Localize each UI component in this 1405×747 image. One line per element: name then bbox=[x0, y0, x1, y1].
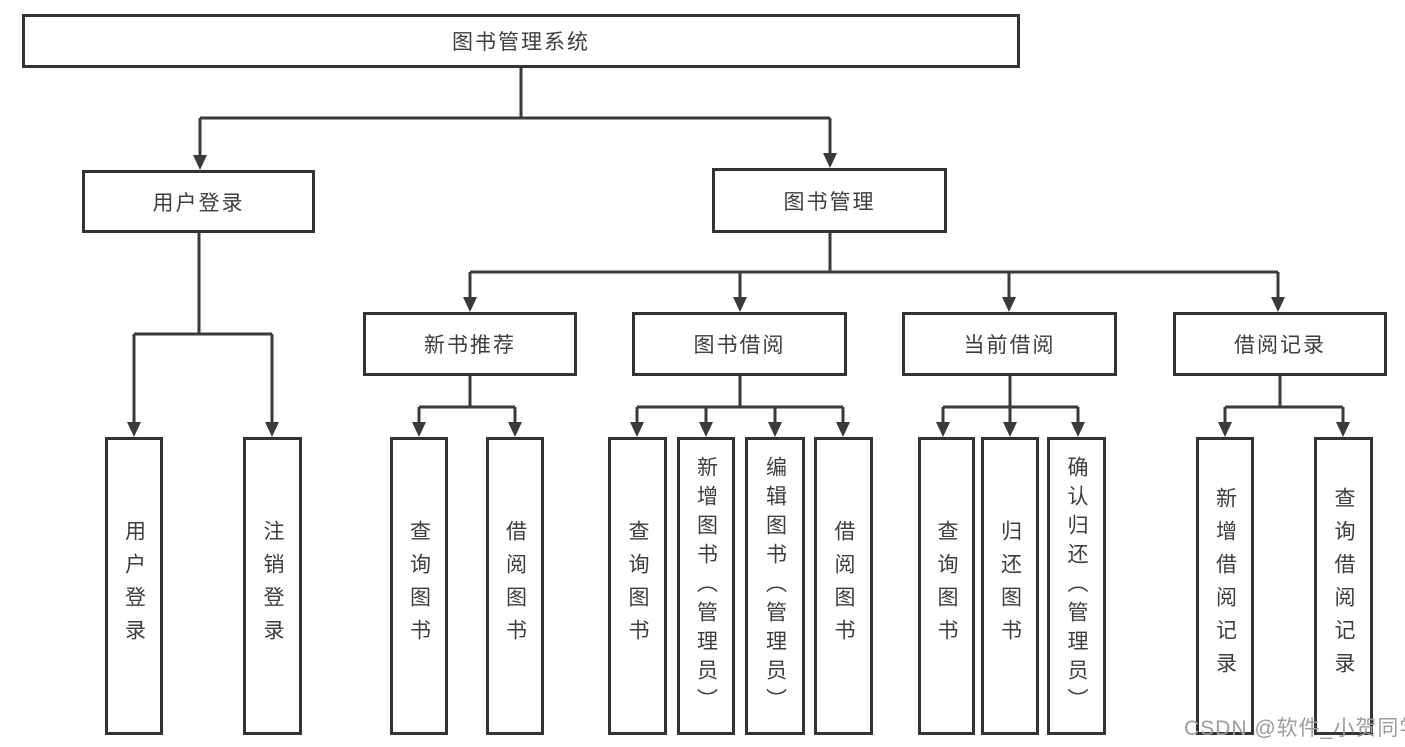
leaf-return-books: 归还图书 bbox=[981, 437, 1039, 735]
node-book-borrowing: 图书借阅 bbox=[632, 312, 847, 376]
node-borrowing-records: 借阅记录 bbox=[1173, 312, 1387, 376]
leaf-search-books-borrowing: 查询图书 bbox=[608, 437, 667, 735]
leaf-add-book-admin: 新增图书（管理员） bbox=[677, 437, 735, 735]
leaf-search-borrow-record: 查询借阅记录 bbox=[1314, 437, 1373, 735]
node-new-book-recommendation: 新书推荐 bbox=[363, 312, 577, 376]
node-current-borrowing: 当前借阅 bbox=[902, 312, 1117, 376]
leaf-search-books-current: 查询图书 bbox=[918, 437, 975, 735]
node-book-management: 图书管理 bbox=[712, 168, 947, 233]
watermark: CSDN @软件_小贺同学 bbox=[1184, 717, 1405, 740]
node-user-login: 用户登录 bbox=[82, 170, 315, 233]
leaf-borrow-books-borrowing: 借阅图书 bbox=[814, 437, 873, 735]
leaf-search-books-recommend: 查询图书 bbox=[390, 437, 448, 735]
leaf-borrow-books-recommend: 借阅图书 bbox=[486, 437, 544, 735]
node-library-management-system: 图书管理系统 bbox=[22, 14, 1020, 68]
leaf-user-login: 用户登录 bbox=[105, 437, 163, 735]
leaf-logout: 注销登录 bbox=[243, 437, 302, 735]
leaf-add-borrow-record: 新增借阅记录 bbox=[1196, 437, 1254, 735]
arrowhead-icons bbox=[127, 153, 1350, 437]
leaf-edit-book-admin: 编辑图书（管理员） bbox=[745, 437, 805, 735]
leaf-confirm-return-admin: 确认归还（管理员） bbox=[1047, 437, 1106, 735]
